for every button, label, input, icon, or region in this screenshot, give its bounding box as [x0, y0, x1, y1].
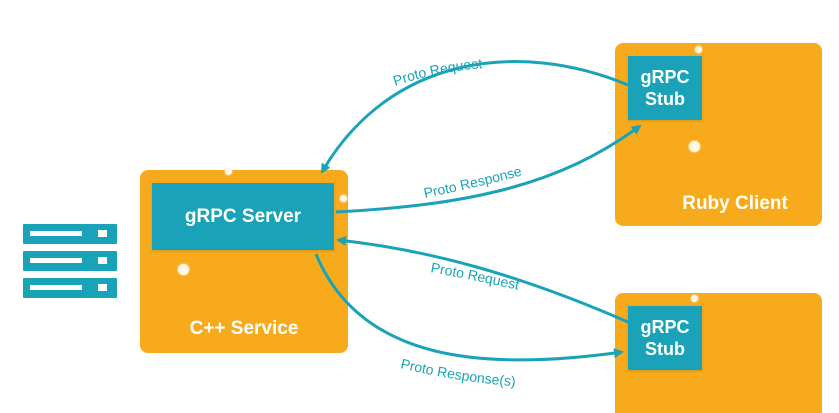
second-client-box: gRPC Stub	[615, 293, 822, 413]
second-grpc-stub-box: gRPC Stub	[628, 306, 702, 370]
decorative-dot	[225, 168, 232, 175]
stub-label-line1: gRPC	[640, 67, 690, 87]
grpc-architecture-diagram: gRPC Server C++ Service gRPC Stub Ruby C…	[23, 43, 822, 413]
grpc-server-label: gRPC Server	[184, 205, 302, 227]
decorative-dot	[695, 46, 702, 53]
label-second-request-text: Proto Request	[430, 259, 521, 293]
decorative-dot	[178, 264, 189, 275]
server-rack-icon	[23, 224, 117, 298]
label-second-request: Proto Request	[430, 259, 521, 293]
label-ruby-request-text: Proto Request	[391, 55, 483, 89]
decorative-dot	[691, 295, 698, 302]
arrow-ruby-request	[320, 60, 629, 174]
grpc-server-box: gRPC Server	[152, 183, 334, 250]
stub-label-line2: Stub	[645, 339, 685, 359]
ruby-client-box: gRPC Stub Ruby Client	[615, 43, 822, 226]
arrow-second-request	[336, 235, 629, 324]
cpp-service-label: C++ Service	[189, 318, 299, 339]
decorative-dot	[689, 141, 700, 152]
ruby-grpc-stub-box: gRPC Stub	[628, 56, 702, 120]
cpp-service-box: gRPC Server C++ Service	[140, 168, 348, 353]
decorative-dot	[340, 195, 347, 202]
ruby-client-label: Ruby Client	[682, 193, 788, 214]
label-ruby-request: Proto Request	[391, 55, 483, 89]
arrow-ruby-response	[335, 124, 642, 214]
arrow-second-response	[314, 253, 624, 362]
stub-label-line1: gRPC	[640, 317, 690, 337]
arrows-layer: Proto Request Proto Response Proto Reque…	[314, 55, 642, 389]
stub-label-line2: Stub	[645, 89, 685, 109]
